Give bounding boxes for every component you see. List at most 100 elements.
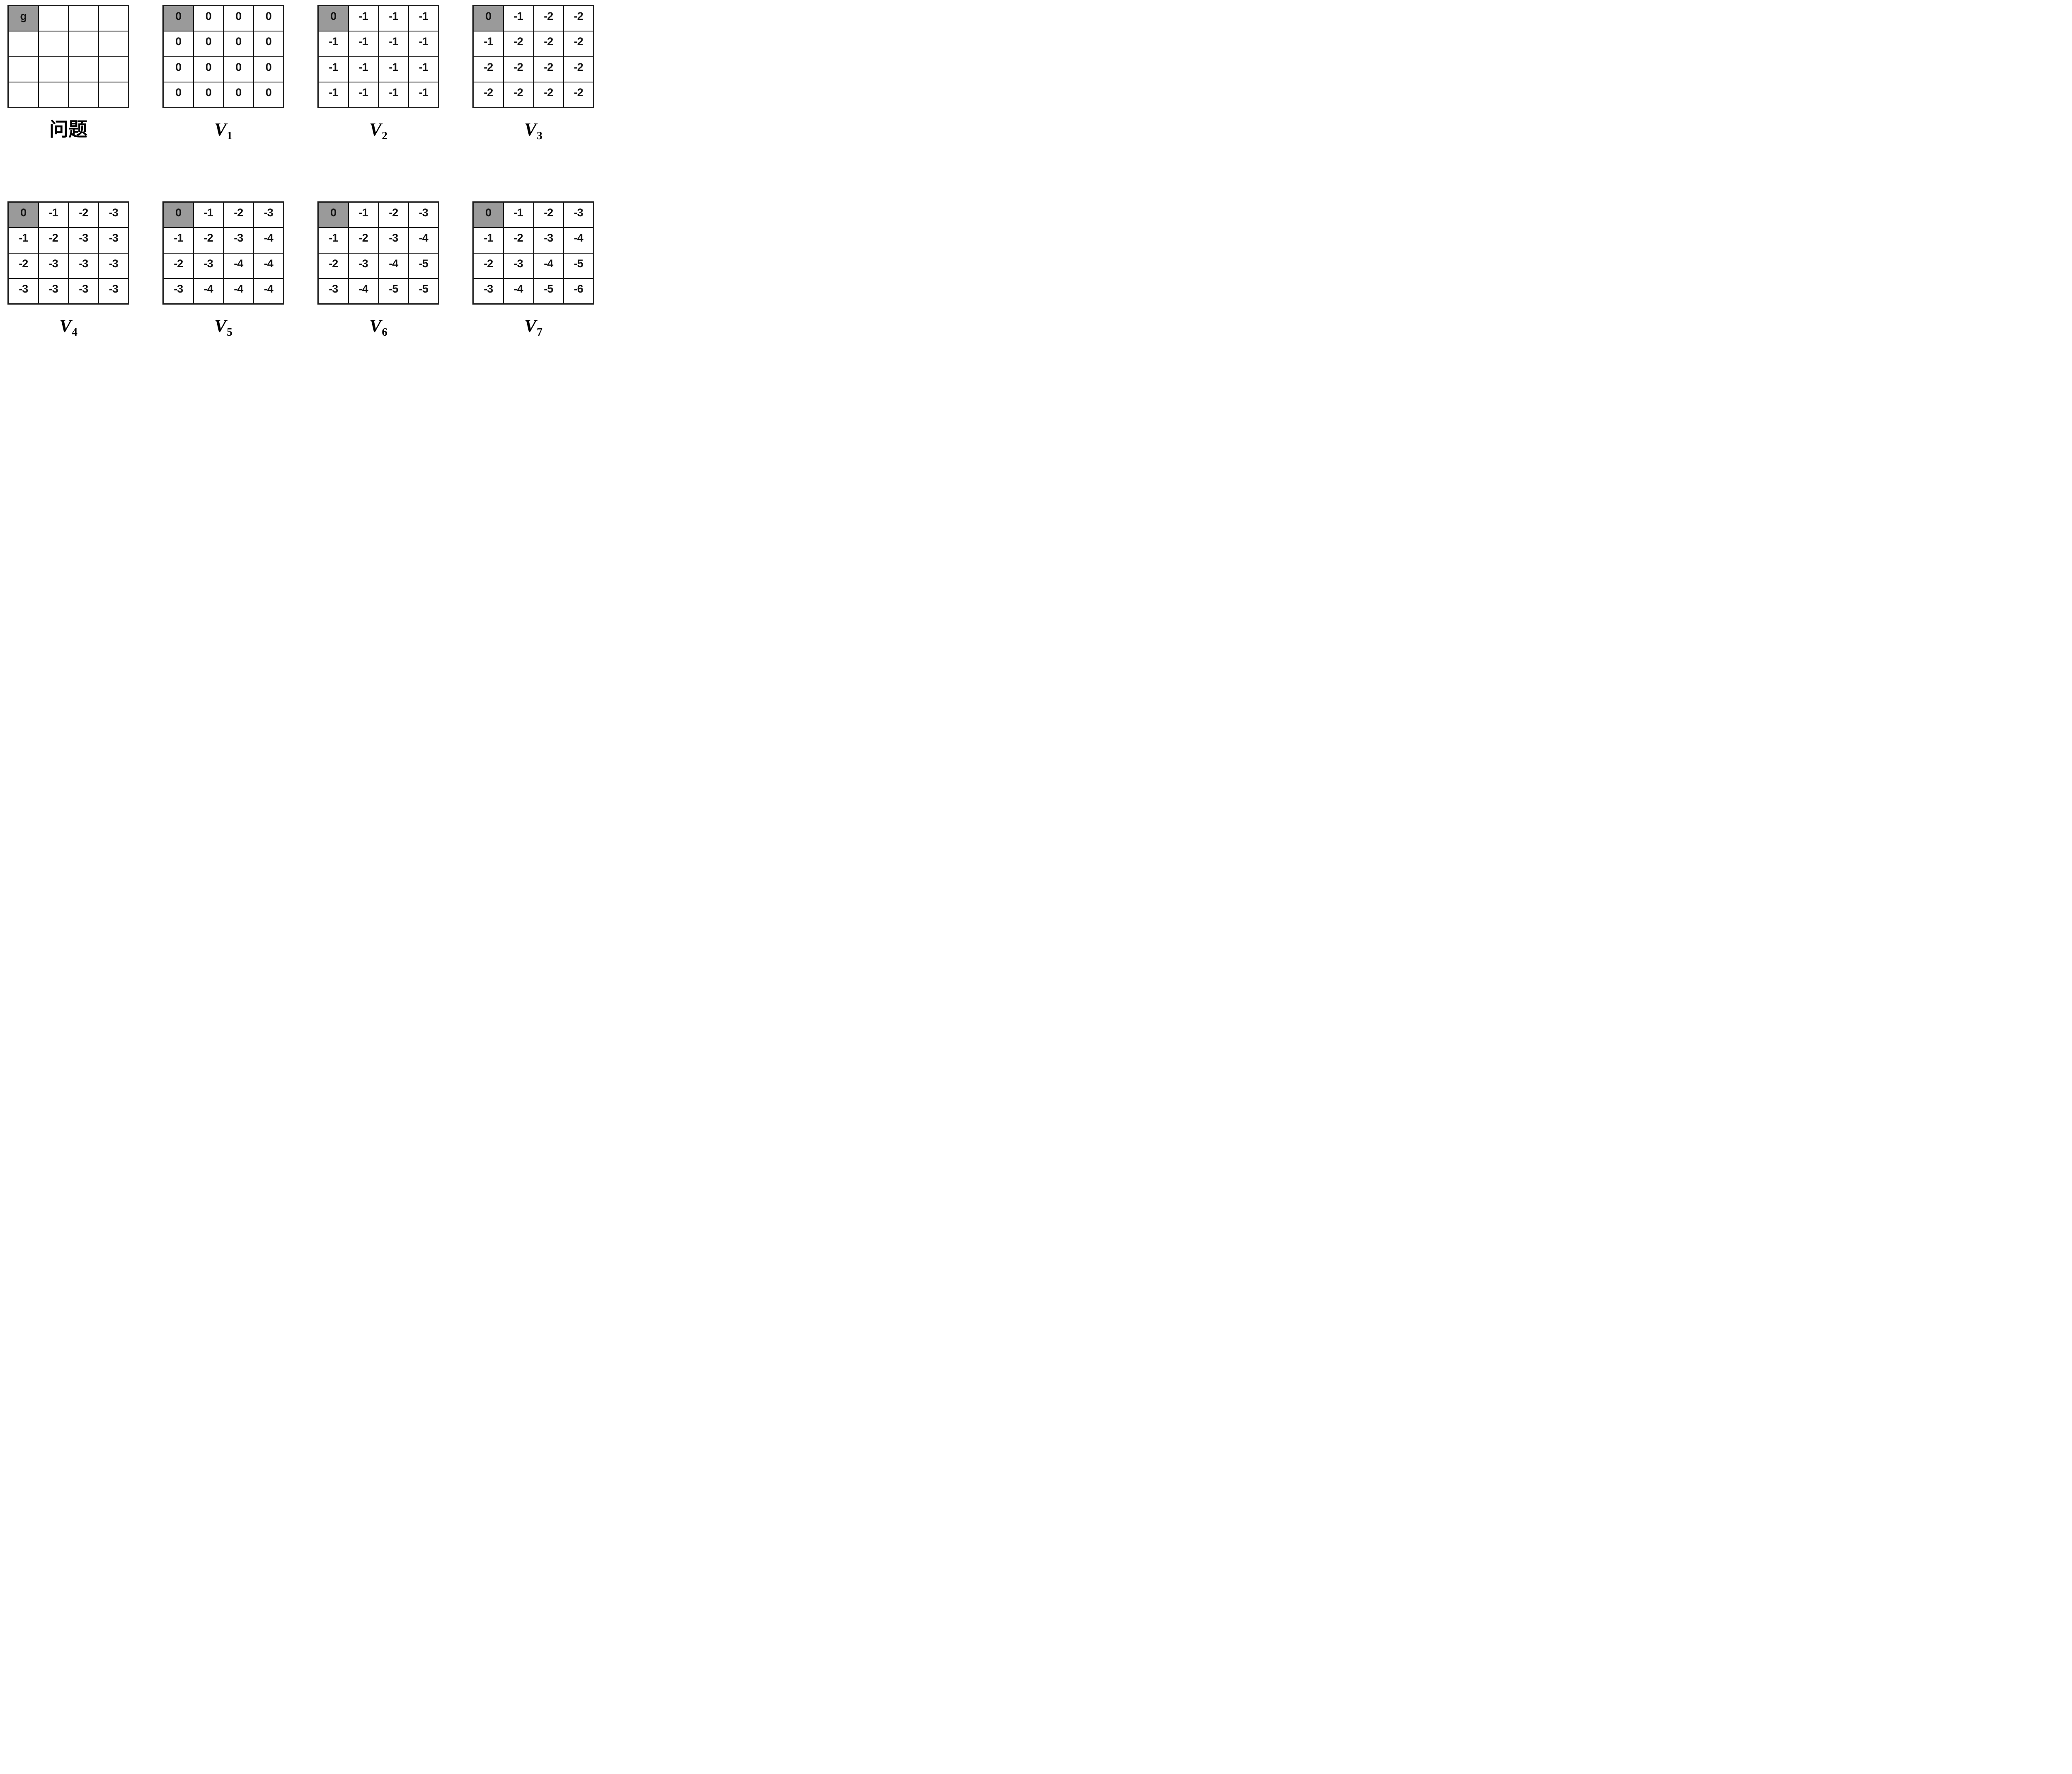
grid-cell-problem-r1c1 (39, 31, 68, 56)
value-function-symbol: V (369, 316, 382, 336)
grid-cell-v4-r3c0: -3 (9, 278, 38, 303)
panel-label-problem: 问题 (49, 118, 87, 141)
grid-cell-v4-r1c2: -3 (69, 228, 98, 253)
grid-cell-v2-r2c3: -1 (409, 57, 438, 82)
grid-cell-v4-r0c1: -1 (39, 203, 68, 227)
grid-cell-v2-r3c2: -1 (379, 82, 408, 107)
panel-label-v3: V3 (524, 118, 542, 141)
grid-cell-v1-r0c0-goal: 0 (164, 6, 193, 31)
value-function-symbol: V (369, 119, 382, 140)
grid-cell-v5-r2c0: -2 (164, 253, 193, 278)
grid-cell-v4-r1c1: -2 (39, 228, 68, 253)
grid-cell-v6-r2c0: -2 (319, 253, 348, 278)
grid-cell-v2-r3c0: -1 (319, 82, 348, 107)
value-function-symbol: V (214, 119, 227, 140)
grid-cell-v6-r3c1: -4 (349, 278, 378, 303)
grid-cell-v5-r0c0-goal: 0 (164, 203, 193, 227)
grid-cell-problem-r2c2 (69, 57, 98, 82)
grid-cell-v6-r2c1: -3 (349, 253, 378, 278)
grid-cell-problem-r3c1 (39, 82, 68, 107)
value-grid-v5: 0-1-2-3-1-2-3-4-2-3-4-4-3-4-4-4 (162, 201, 284, 305)
grid-cell-v7-r1c1: -2 (503, 228, 533, 253)
grid-cell-v4-r3c1: -3 (39, 278, 68, 303)
panel-problem: g 问题 (7, 5, 129, 141)
panel-label-v2: V2 (369, 118, 387, 141)
grid-cell-v4-r2c3: -3 (99, 253, 128, 278)
grid-cell-v7-r3c0: -3 (474, 278, 503, 303)
grid-cell-v5-r2c3: -4 (254, 253, 283, 278)
grid-cell-v7-r3c3: -6 (564, 278, 593, 303)
grid-cell-v5-r2c2: -4 (224, 253, 253, 278)
value-function-label: V7 (524, 317, 542, 339)
grid-cell-v2-r0c0-goal: 0 (319, 6, 348, 31)
value-grid-problem: g (7, 5, 129, 108)
grid-cell-v4-r0c0-goal: 0 (9, 203, 38, 227)
grid-cell-v3-r2c2: -2 (534, 57, 563, 82)
grid-cell-v6-r0c2: -2 (379, 203, 408, 227)
grid-cell-problem-r0c1 (39, 6, 68, 31)
grid-cell-v3-r0c3: -2 (564, 6, 593, 31)
grid-cell-v7-r3c2: -5 (534, 278, 563, 303)
value-grid-v2: 0-1-1-1-1-1-1-1-1-1-1-1-1-1-1-1 (317, 5, 439, 108)
value-function-label: V6 (369, 316, 387, 339)
grid-cell-v5-r3c1: -4 (194, 278, 223, 303)
grid-cell-v2-r1c3: -1 (409, 31, 438, 56)
grid-cell-v6-r1c3: -4 (409, 228, 438, 253)
grid-cell-problem-r0c2 (69, 6, 98, 31)
grid-cell-v1-r3c0: 0 (164, 82, 193, 107)
value-grid-v7: 0-1-2-3-1-2-3-4-2-3-4-5-3-4-5-6 (472, 201, 594, 305)
grid-cell-v2-r3c3: -1 (409, 82, 438, 107)
grid-cell-problem-r0c3 (99, 6, 128, 31)
grid-cell-v1-r3c1: 0 (194, 82, 223, 107)
value-function-symbol: V (214, 316, 227, 336)
value-function-subscript: 1 (227, 129, 232, 142)
value-function-label: V3 (524, 121, 542, 142)
value-function-subscript: 3 (537, 129, 542, 142)
panel-label-v1: V1 (214, 118, 232, 141)
grid-cell-v3-r3c0: -2 (474, 82, 503, 107)
value-grid-v6: 0-1-2-3-1-2-3-4-2-3-4-5-3-4-5-5 (317, 201, 439, 305)
value-grid-v4: 0-1-2-3-1-2-3-3-2-3-3-3-3-3-3-3 (7, 201, 129, 305)
grid-cell-v3-r0c0-goal: 0 (474, 6, 503, 31)
grid-cell-v6-r0c0-goal: 0 (319, 203, 348, 227)
grid-cell-v3-r0c1: -1 (503, 6, 533, 31)
grid-cell-v7-r1c2: -3 (534, 228, 563, 253)
grid-cell-v6-r0c3: -3 (409, 203, 438, 227)
grid-cell-v2-r3c1: -1 (349, 82, 378, 107)
grid-cell-v5-r1c0: -1 (164, 228, 193, 253)
grid-cell-problem-r1c3 (99, 31, 128, 56)
grid-cell-v6-r0c1: -1 (349, 203, 378, 227)
grid-cell-problem-r3c2 (69, 82, 98, 107)
grid-cell-v6-r1c1: -2 (349, 228, 378, 253)
value-function-subscript: 2 (382, 129, 387, 142)
grid-cell-v1-r2c0: 0 (164, 57, 193, 82)
grid-cell-v5-r1c3: -4 (254, 228, 283, 253)
grid-cell-v3-r3c3: -2 (564, 82, 593, 107)
grid-cell-v3-r3c2: -2 (534, 82, 563, 107)
value-function-subscript: 6 (382, 326, 387, 339)
grid-cell-v2-r2c0: -1 (319, 57, 348, 82)
grid-cell-v4-r1c0: -1 (9, 228, 38, 253)
grid-cell-v5-r1c1: -2 (194, 228, 223, 253)
grid-cell-v6-r3c0: -3 (319, 278, 348, 303)
grid-cell-v2-r1c2: -1 (379, 31, 408, 56)
grid-cell-v3-r0c2: -2 (534, 6, 563, 31)
grid-cell-problem-r2c1 (39, 57, 68, 82)
panel-label-v7: V7 (524, 315, 542, 338)
value-function-subscript: 5 (227, 326, 232, 339)
value-function-subscript: 7 (537, 326, 542, 339)
grid-cell-v4-r0c2: -2 (69, 203, 98, 227)
grid-cell-v7-r2c0: -2 (474, 253, 503, 278)
grid-cell-v2-r0c1: -1 (349, 6, 378, 31)
grid-cell-v4-r2c0: -2 (9, 253, 38, 278)
grid-cell-v7-r3c1: -4 (503, 278, 533, 303)
